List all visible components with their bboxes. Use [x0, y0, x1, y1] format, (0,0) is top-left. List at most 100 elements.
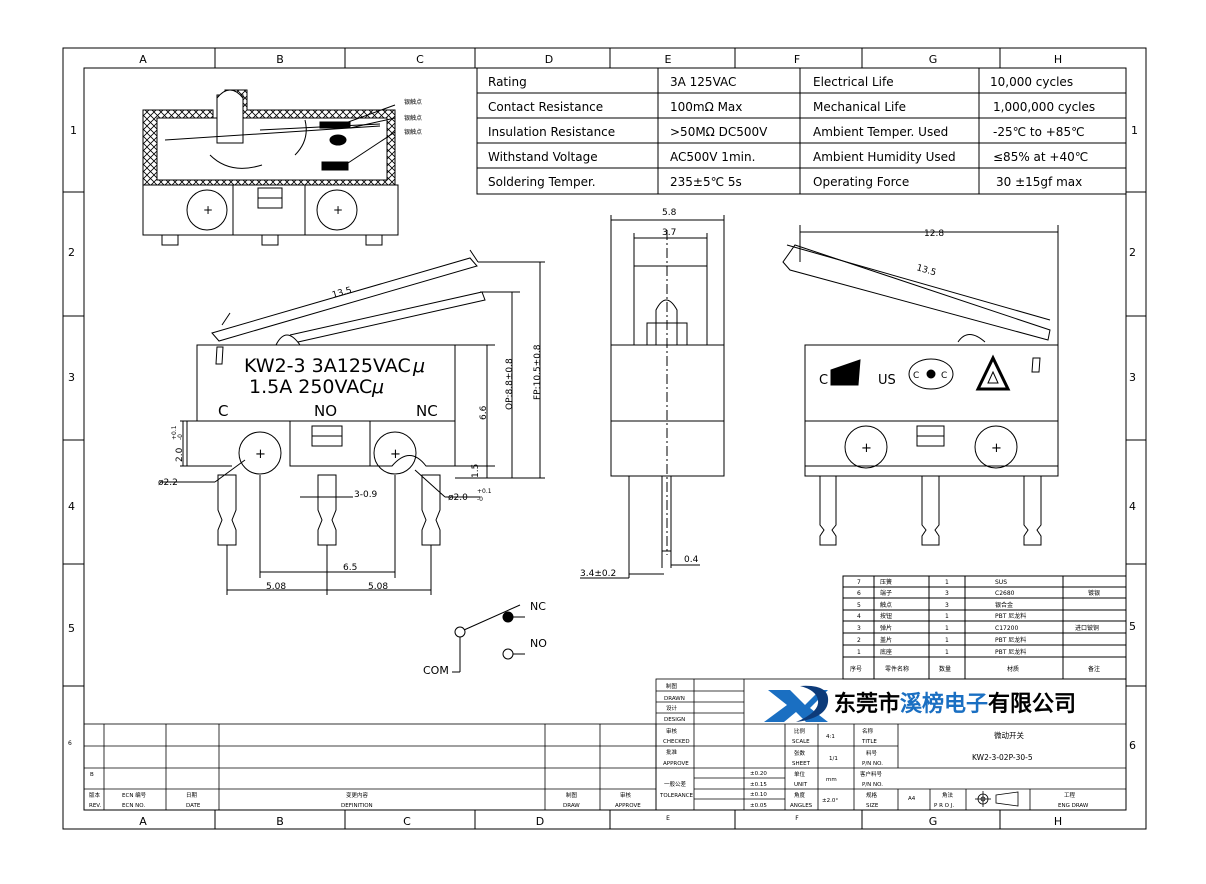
col-label-top: G: [929, 53, 938, 66]
schematic-labels: NC NO COM: [423, 600, 547, 677]
dim-5-08: 5.08: [368, 582, 388, 592]
svg-text:+: +: [390, 447, 401, 462]
row-label-right: 6: [1129, 739, 1136, 752]
cert-cqc-left: C: [913, 371, 919, 381]
col-label-top: A: [139, 53, 147, 66]
dim-2-0: 2.0: [175, 447, 185, 462]
rear-view-text: 12.8 13.5 C US C C + +: [819, 229, 1002, 456]
company-logo-icon: [764, 685, 829, 722]
row-label-right: 5: [1129, 620, 1136, 633]
tb-rev-row: B: [90, 772, 94, 778]
title-block-text: 制图 DRAWN 设计 DESIGN 审核 CHECKED 批准 APPROVE…: [89, 682, 1089, 809]
bom-cell: 银合金: [995, 601, 1013, 609]
bom-cell: 7: [857, 579, 861, 586]
bom-cell: 1: [945, 579, 949, 586]
dim-3-4: 3.4±0.2: [580, 569, 616, 579]
tb-label: 制图: [666, 682, 678, 690]
bom-cell: 1: [945, 649, 949, 656]
bom-cell: 底座: [880, 648, 892, 656]
svg-text:+: +: [991, 441, 1002, 456]
spec-value: -25℃ to +85℃: [993, 125, 1085, 139]
title-block: [83, 678, 1127, 811]
spec-text: Rating 3A 125VAC Electrical Life 10,000 …: [488, 75, 1095, 189]
tb-value: A4: [908, 796, 916, 802]
tb-value: mm: [826, 777, 837, 783]
dim-2-0-tol: +0.1: [171, 425, 178, 440]
tb-label: 规格: [866, 791, 878, 799]
company-brand: 溪榜: [900, 691, 944, 717]
bom-cell: PBT 尼龙料: [995, 636, 1026, 644]
spec-value: ≤85% at +40℃: [993, 150, 1088, 164]
spec-label: Contact Resistance: [488, 100, 603, 114]
bom-cell: 盖片: [880, 636, 892, 644]
tb-label: SIZE: [866, 803, 879, 809]
col-label-bottom: E: [666, 815, 670, 822]
col-label-bottom: H: [1054, 815, 1062, 828]
bom-cell: SUS: [995, 579, 1007, 586]
bom-cell: 3: [945, 590, 949, 597]
tb-label: 角度: [794, 791, 806, 799]
row-label-right: 2: [1129, 246, 1136, 259]
tb-label: REV.: [89, 803, 101, 809]
cert-c: C: [819, 373, 828, 388]
row-label-left: 3: [68, 371, 75, 384]
bom-cell: 3: [945, 602, 949, 609]
tb-label: APPROVE: [663, 761, 689, 767]
bom-cell: 触点: [880, 601, 892, 609]
tb-label: DEFINITION: [341, 803, 373, 809]
col-label-bottom: B: [276, 815, 284, 828]
spec-label: Operating Force: [813, 175, 909, 189]
tb-label: 日期: [186, 792, 198, 799]
spec-value: 1,000,000 cycles: [993, 100, 1095, 114]
row-label-left: 2: [68, 246, 75, 259]
bom-header: 数量: [939, 665, 951, 673]
dim-0-4: 0.4: [684, 555, 699, 565]
dim-terminal-width: 3-0.9: [354, 490, 378, 500]
spec-value: 10,000 cycles: [990, 75, 1073, 89]
spec-label: Soldering Temper.: [488, 175, 596, 189]
bom-cell: 5: [857, 602, 861, 609]
tb-label: DRAW: [563, 803, 580, 809]
bom-cell: 进口铍铜: [1075, 624, 1099, 632]
tb-label: 审核: [620, 791, 632, 799]
spec-label: Electrical Life: [813, 75, 894, 89]
callout-label: 银触点: [404, 114, 422, 122]
plus-marks-section: + +: [203, 203, 343, 217]
tb-label: ECN 编号: [122, 791, 147, 799]
dim-op: OP:8.8±0.8: [505, 358, 515, 410]
dim-13-5: 13.5: [915, 263, 937, 278]
tb-label: 审核: [666, 727, 678, 735]
tb-label: UNIT: [794, 782, 808, 788]
bom-cell: PBT 尼龙料: [995, 648, 1026, 656]
bom-cell: 弹片: [880, 624, 892, 632]
row-label-right: 3: [1129, 371, 1136, 384]
spec-label: Withstand Voltage: [488, 150, 598, 164]
svg-text:+: +: [333, 203, 343, 217]
bom-cell: 6: [857, 590, 861, 597]
side-view: [580, 215, 725, 579]
tb-label: TOLERANCE: [659, 793, 694, 799]
col-label-top: B: [276, 53, 284, 66]
tb-label: P R O J.: [934, 803, 954, 809]
bom-cell: PBT 尼龙料: [995, 612, 1026, 620]
tb-label: 料号: [866, 749, 878, 757]
col-label-bottom: C: [403, 815, 411, 828]
row-label-left: 6: [68, 740, 72, 747]
schematic-no: NO: [530, 637, 547, 650]
dim-dia-2-2: ø2.2: [158, 478, 178, 488]
tb-label: 制图: [566, 791, 578, 799]
spec-table: [476, 67, 1127, 195]
svg-text:+: +: [861, 441, 872, 456]
front-view-text: KW2-3 3A125VAC μ 1.5A 250VAC μ C NO NC +…: [158, 286, 543, 592]
col-label-bottom: F: [795, 815, 799, 822]
bom-header: 材质: [1007, 665, 1019, 673]
schematic-nc: NC: [530, 600, 546, 613]
col-label-bottom: G: [929, 815, 938, 828]
tb-label: TITLE: [861, 739, 877, 745]
tb-label: ECN NO.: [122, 803, 145, 809]
row-label-right: 4: [1129, 500, 1136, 513]
company-prefix: 东莞市: [834, 691, 900, 717]
row-label-left: 4: [68, 500, 75, 513]
tb-value: ±0.15: [750, 782, 767, 788]
